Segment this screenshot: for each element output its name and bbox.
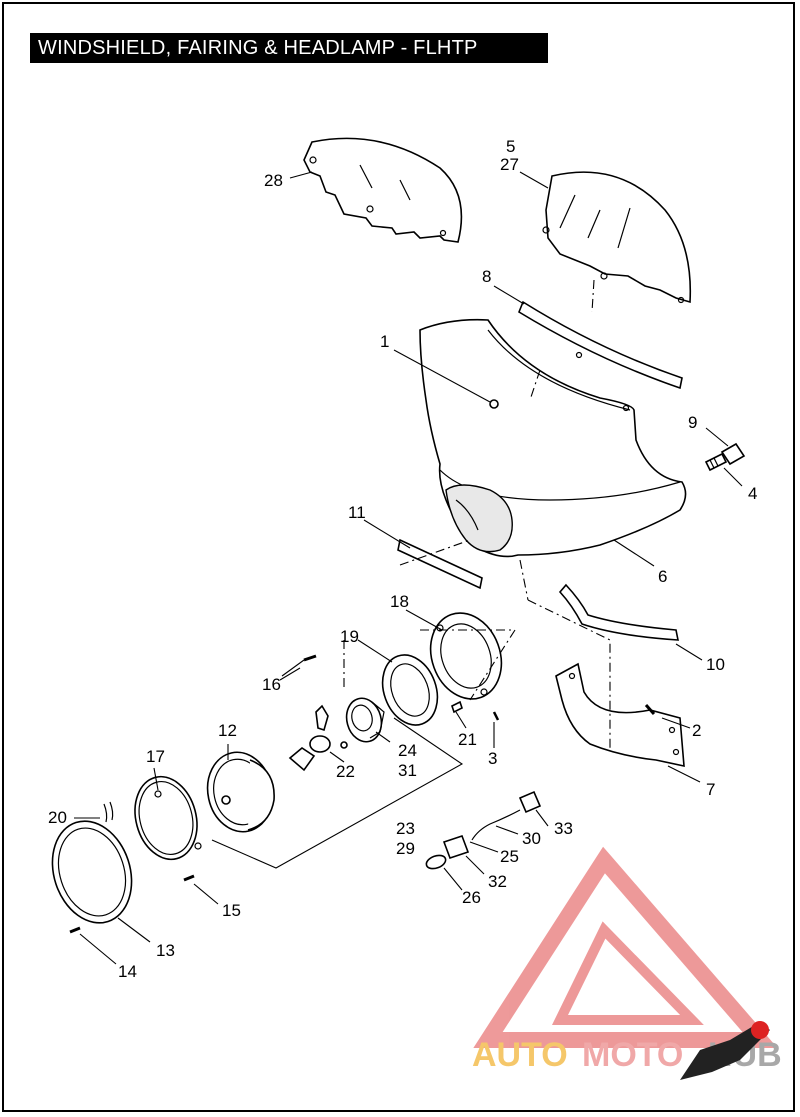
callout-28: 28: [264, 171, 283, 190]
socket-part-32: [442, 834, 470, 860]
motorcycle-icon: [680, 1021, 770, 1080]
trim-ring-part-13: [51, 820, 133, 924]
bracket-part-7: [555, 662, 685, 768]
screw-part-14: [69, 926, 81, 934]
retaining-ring-part-17: [134, 775, 202, 861]
callout-3: 3: [488, 749, 497, 768]
screw-part-15: [183, 874, 195, 882]
callout-32: 32: [488, 872, 507, 891]
callout-6: 6: [658, 567, 667, 586]
callout-29: 29: [396, 839, 415, 858]
screw-part-16: [303, 654, 317, 662]
callout-10: 10: [706, 655, 725, 674]
callout-30: 30: [522, 829, 541, 848]
callout-24: 24: [398, 741, 417, 760]
callout-12: 12: [218, 721, 237, 740]
mount-ring-part-18: [429, 612, 503, 700]
callout-15: 15: [222, 901, 241, 920]
callout-5: 5: [506, 137, 515, 156]
callout-7: 7: [706, 780, 715, 799]
callout-1: 1: [380, 332, 389, 351]
bracket-part-10: [558, 583, 679, 641]
trim-strip-part-8: [518, 300, 683, 390]
windshield-part-28: [303, 137, 463, 243]
headlamp-part-12: [206, 751, 275, 833]
harness-part-33-30-25: [471, 790, 542, 841]
ring-part-19: [381, 654, 439, 726]
bolt-part-9: [720, 442, 746, 466]
fairing-part-6: [419, 318, 687, 558]
screw-part-3: [492, 711, 500, 721]
bolt-part-4: [704, 452, 728, 472]
callout-18: 18: [390, 592, 409, 611]
windshield-part-5-27: [542, 171, 692, 304]
clip-part-20: [103, 801, 114, 823]
callout-2: 2: [692, 721, 701, 740]
callout-4: 4: [748, 484, 757, 503]
socket-part-24-31: [345, 697, 385, 743]
triangle-logo-icon: [473, 846, 778, 1048]
callout-23: 23: [396, 819, 415, 838]
watermark-text-moto: MOTO: [582, 1036, 683, 1074]
callout-16: 16: [262, 675, 281, 694]
page-title: WINDSHIELD, FAIRING & HEADLAMP - FLHTP: [30, 33, 548, 63]
callout-25: 25: [500, 847, 519, 866]
callout-22: 22: [336, 762, 355, 781]
callout-20: 20: [48, 808, 67, 827]
callout-21: 21: [458, 730, 477, 749]
callout-33: 33: [554, 819, 573, 838]
callout-8: 8: [482, 267, 491, 286]
callout-31: 31: [398, 761, 417, 780]
watermark-text-auto: AUTO: [472, 1036, 568, 1074]
screw-part-21: [451, 700, 463, 714]
callout-9: 9: [688, 413, 697, 432]
callout-11: 11: [348, 503, 366, 522]
callout-13: 13: [156, 941, 175, 960]
screw-part-2: [644, 704, 656, 715]
callout-17: 17: [146, 747, 165, 766]
bulb-part-26: [425, 854, 447, 870]
callout-19: 19: [340, 627, 359, 646]
strip-part-11: [397, 538, 483, 590]
callout-14: 14: [118, 962, 137, 981]
bulb-part-22: [288, 704, 348, 772]
callout-26: 26: [462, 888, 481, 907]
callout-27: 27: [500, 155, 519, 174]
